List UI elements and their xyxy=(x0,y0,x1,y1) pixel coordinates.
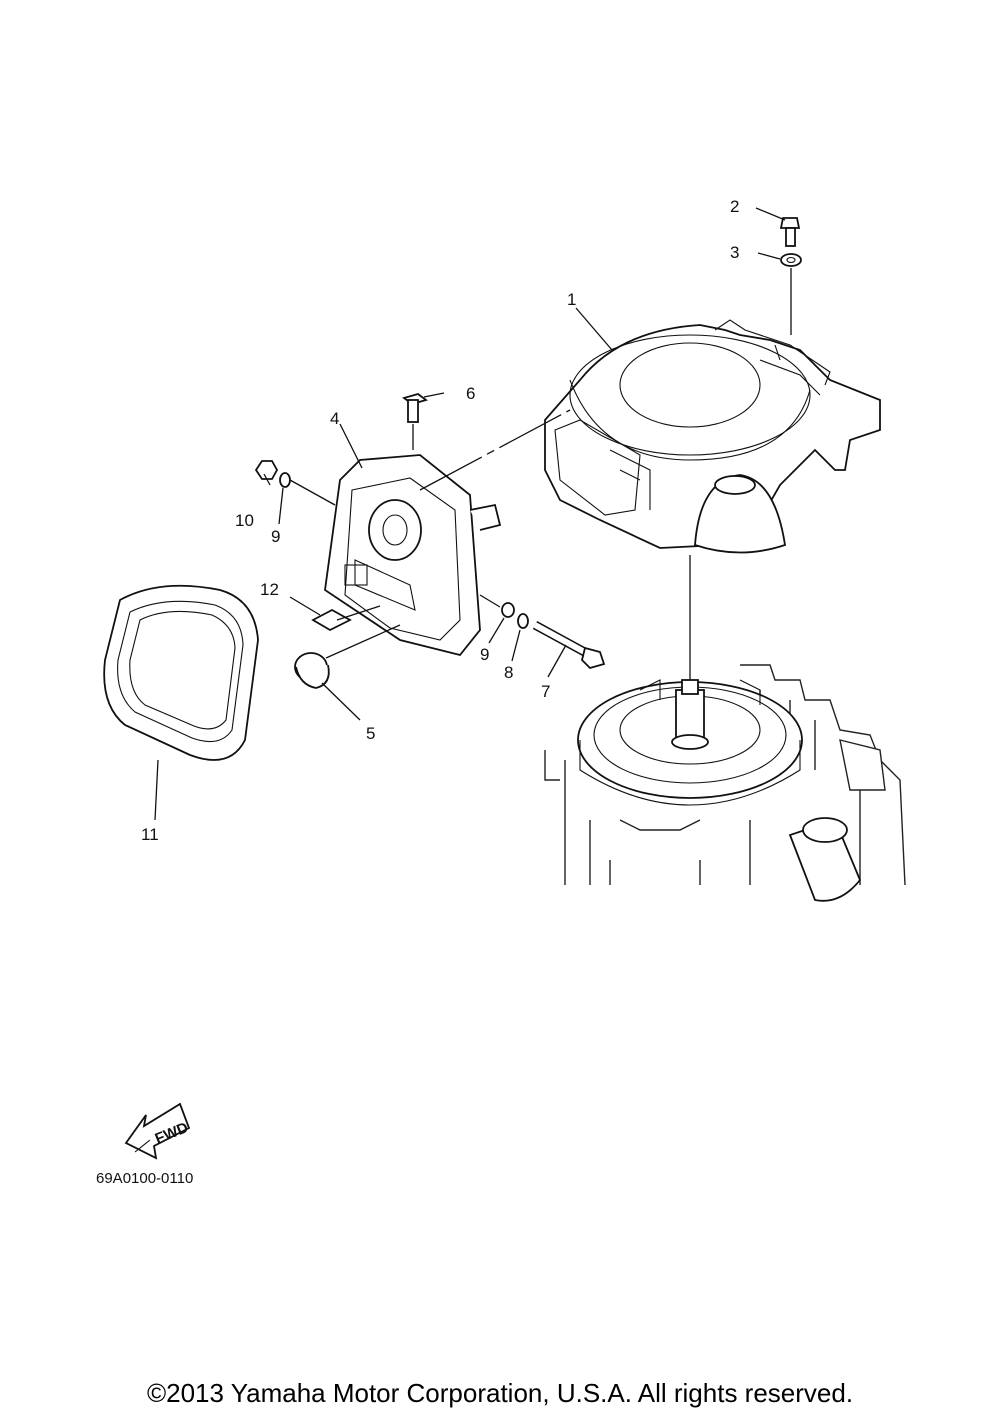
lockwasher-part-8 xyxy=(517,613,529,629)
callout-6: 6 xyxy=(466,384,475,403)
callout-4: 4 xyxy=(330,409,339,428)
diagram-code: 69A0100-0110 xyxy=(96,1170,193,1187)
oil-filter xyxy=(788,817,862,902)
bolt-part-2 xyxy=(779,217,801,247)
copyright-notice: ©2013 Yamaha Motor Corporation, U.S.A. A… xyxy=(146,1378,854,1408)
callout-9-right: 9 xyxy=(480,645,489,664)
crankshaft xyxy=(671,679,709,750)
callout-7: 7 xyxy=(541,682,550,701)
callout-2: 2 xyxy=(730,197,739,216)
washer-part-3 xyxy=(780,253,802,267)
filter-element-part-11 xyxy=(103,584,259,761)
label-part-12 xyxy=(311,608,352,632)
plug-part-5 xyxy=(294,652,330,689)
starter-cap xyxy=(694,474,787,554)
callout-1: 1 xyxy=(567,290,576,309)
callout-9-left: 9 xyxy=(271,527,280,546)
engine-block xyxy=(544,664,906,886)
nut-part-10 xyxy=(254,460,279,480)
callout-3: 3 xyxy=(730,243,739,262)
callout-8: 8 xyxy=(504,663,513,682)
intake-silencer xyxy=(324,454,502,657)
callout-12: 12 xyxy=(260,580,279,599)
callout-11: 11 xyxy=(141,825,159,844)
bolt-part-6 xyxy=(402,393,428,423)
washer-part-9-left xyxy=(279,472,291,488)
callout-10: 10 xyxy=(235,511,254,530)
leader-lines xyxy=(154,207,792,821)
callout-5: 5 xyxy=(366,724,375,743)
flywheel-cover xyxy=(544,319,881,549)
bolt-part-7 xyxy=(532,621,606,670)
fwd-arrow-icon: FWD xyxy=(124,1102,191,1160)
washer-part-9-right xyxy=(501,602,515,618)
